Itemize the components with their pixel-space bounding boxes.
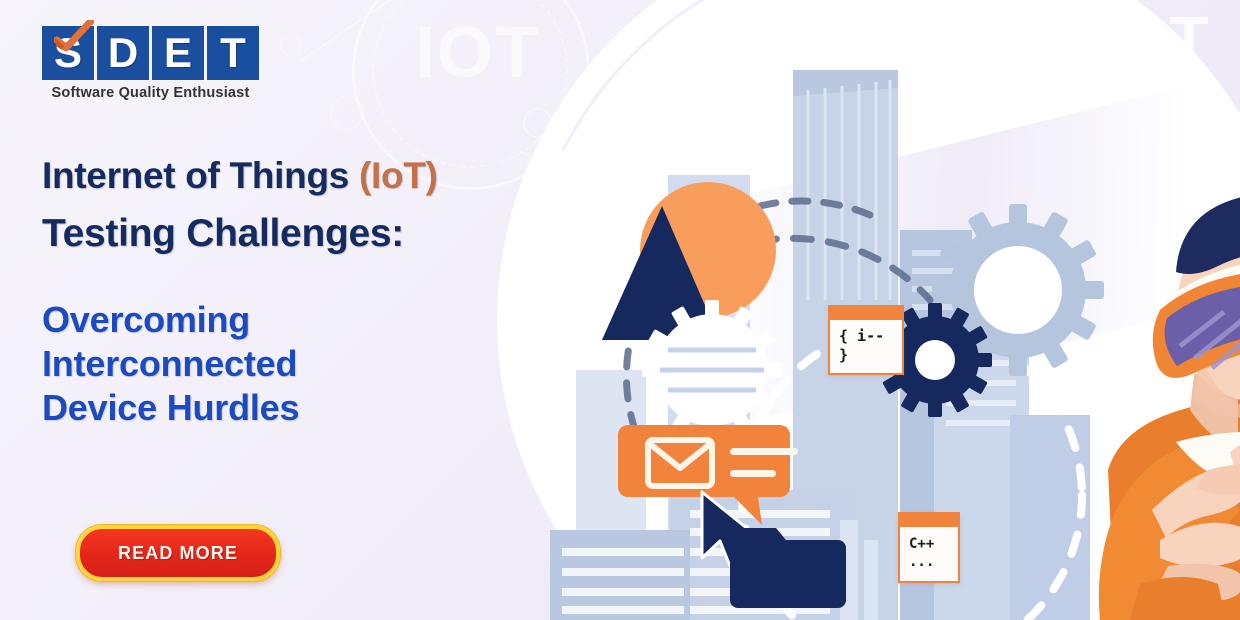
code-card-cpp: C++... (898, 512, 960, 583)
vr-person (1098, 197, 1240, 620)
title-iot-accent: (IoT) (359, 155, 438, 196)
logo-tile-e: E (152, 26, 204, 80)
iot-illustration: { i--} C++... (540, 0, 1240, 620)
logo-letter-t: T (220, 29, 246, 76)
page-subtitle: Overcoming Interconnected Device Hurdles (42, 298, 300, 430)
logo-letter-d: D (107, 29, 139, 76)
sdet-logo[interactable]: S D E T Software Quality Enthusiast (42, 20, 259, 101)
logo-tiles: S D E T (42, 20, 259, 80)
illustration-svg (550, 70, 1240, 620)
title-prefix: Internet of Things (42, 155, 360, 196)
page-title-line2: Testing Challenges: (42, 212, 404, 255)
navy-gear (878, 303, 992, 417)
code-card-loop-text: { i--} (839, 327, 885, 364)
subtitle-line1: Overcoming (42, 299, 251, 340)
code-card-cpp-text: C++... (909, 536, 935, 570)
logo-tile-d: D (97, 26, 149, 80)
message-bubble (618, 425, 798, 525)
logo-letter-e: E (163, 29, 192, 76)
code-card-titlebar (900, 514, 958, 527)
content-column: S D E T Software Quality Enthusiast (40, 0, 560, 620)
read-more-label: READ MORE (118, 542, 238, 563)
code-card-loop: { i--} (828, 305, 904, 375)
light-gear (932, 204, 1104, 376)
logo-letter-s: S (53, 29, 82, 76)
logo-tile-t: T (207, 26, 259, 80)
read-more-button[interactable]: READ MORE (76, 525, 280, 581)
subtitle-line3: Device Hurdles (42, 386, 300, 428)
navy-folder (730, 528, 846, 608)
subtitle-line2: Interconnected (42, 342, 298, 384)
page-title-line1: Internet of Things (IoT) (42, 155, 438, 197)
envelope-icon (645, 437, 715, 489)
logo-tagline: Software Quality Enthusiast (51, 85, 250, 101)
code-card-titlebar (830, 307, 902, 320)
logo-tile-s: S (42, 26, 94, 80)
